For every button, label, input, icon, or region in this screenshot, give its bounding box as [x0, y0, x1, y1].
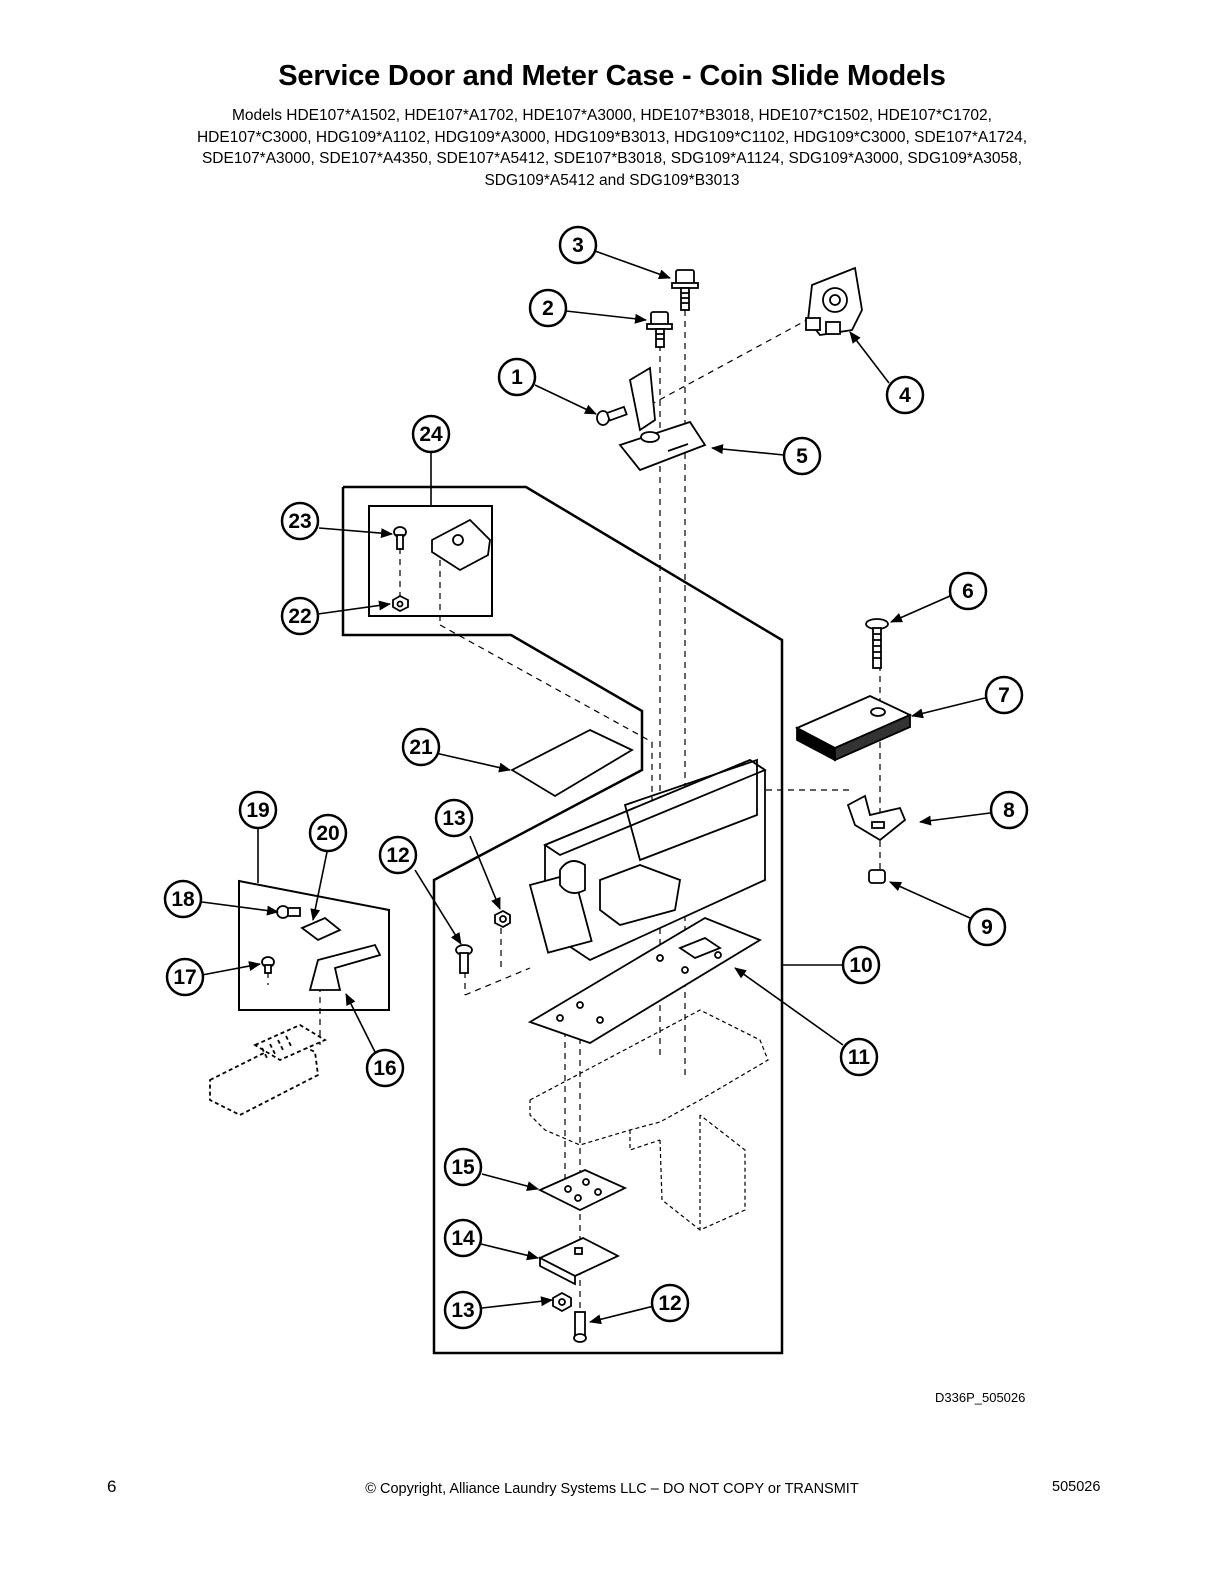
inset-box-24: [368, 505, 493, 617]
part-18-screw: [276, 905, 301, 919]
part-21-label: [510, 728, 634, 798]
part-13-washer: [494, 909, 511, 929]
part-6-screw: [865, 618, 889, 669]
part-23-screw: [393, 526, 407, 550]
callout-20: 20: [316, 822, 339, 845]
part-14-plate: [537, 1236, 621, 1286]
callout-4: 4: [899, 384, 911, 407]
upper-frame-outline: [341, 485, 784, 1355]
callout-10: 10: [849, 954, 872, 977]
coin-slide-assembly: [209, 1023, 327, 1117]
callout-1: 3: [572, 234, 584, 257]
part-7-plate: [794, 695, 913, 762]
part-24-latch: [431, 518, 491, 572]
callout-9: 9: [981, 916, 993, 939]
part-15-plate: [537, 1169, 628, 1212]
part-13-lower-washer: [552, 1291, 572, 1313]
page-title: Service Door and Meter Case - Coin Slide…: [278, 60, 946, 92]
callout-14: 14: [451, 1227, 475, 1250]
callout-12-lower: 12: [658, 1292, 681, 1315]
part-17-screw: [261, 956, 275, 974]
callout-13-lower: 13: [451, 1299, 474, 1322]
part-9-nut: [868, 869, 886, 884]
part-2-bolt: [646, 311, 673, 348]
callout-19: 19: [246, 799, 269, 822]
callout-2: 2: [542, 297, 554, 320]
part-12-screw: [455, 944, 473, 974]
part-4-mechanism: [805, 266, 863, 336]
callout-3: 1: [511, 366, 523, 389]
leader-lines: [201, 250, 991, 1325]
callout-12: 12: [386, 844, 409, 867]
callout-15: 15: [451, 1156, 475, 1179]
copyright-notice: © Copyright, Alliance Laundry Systems LL…: [365, 1481, 859, 1497]
callout-23: 23: [288, 510, 311, 533]
model-list-line: SDE107*A3000, SDE107*A4350, SDE107*A5412…: [201, 150, 1023, 167]
callout-11: 11: [848, 1046, 871, 1069]
callout-8: 8: [1003, 799, 1015, 822]
callout-6: 6: [962, 580, 974, 603]
callout-21: 21: [409, 736, 433, 759]
callout-22: 22: [288, 605, 311, 628]
machine-frame-phantom: [529, 1009, 769, 1231]
document-number: 505026: [1052, 1479, 1101, 1495]
model-list-line: Models HDE107*A1502, HDE107*A1702, HDE10…: [232, 107, 992, 124]
model-list-line: SDG109*A5412 and SDG109*B3013: [484, 171, 740, 189]
part-5-bracket: [618, 366, 707, 472]
parts: [209, 266, 913, 1343]
part-20-clip: [300, 916, 342, 942]
meter-case-body: [528, 758, 767, 962]
part-1-screw: [596, 405, 628, 426]
part-12-lower-screw: [573, 1311, 587, 1343]
callout-13: 13: [442, 807, 465, 830]
callout-7: 7: [998, 684, 1010, 707]
part-22-nut: [392, 594, 409, 613]
callout-numbers: 3 2 1 4 5 6 7 8 9 10 11 12 13 14 15 16 1…: [171, 234, 1015, 1322]
part-3-bolt: [671, 269, 699, 311]
callout-18: 18: [171, 888, 195, 911]
callout-17: 17: [173, 966, 196, 989]
model-list-line: HDE107*C3000, HDG109*A1102, HDG109*A3000…: [196, 128, 1028, 146]
part-16-lever: [308, 943, 382, 991]
callout-balloons: [163, 225, 1029, 1330]
part-8-clip: [846, 794, 907, 842]
outline-frames: [238, 485, 784, 1355]
model-list: Models HDE107*A1502, HDE107*A1702, HDE10…: [112, 105, 1112, 191]
page-number: 6: [107, 1477, 117, 1496]
callout-16: 16: [373, 1057, 396, 1080]
callout-5: 5: [796, 445, 808, 468]
inset-box-19: [238, 879, 390, 1011]
callout-24: 24: [419, 423, 443, 446]
drawing-id: D336P_505026: [935, 1390, 1026, 1405]
part-11-plate: [527, 916, 763, 1044]
